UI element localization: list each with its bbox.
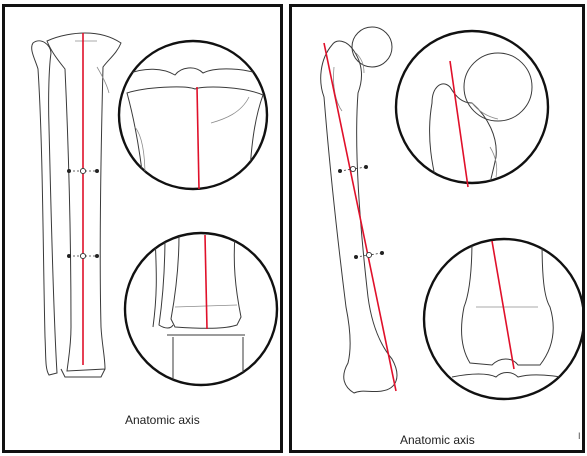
fibula-outline bbox=[31, 40, 58, 376]
lower-midpoint-marker bbox=[67, 252, 99, 260]
proximal-femur-inset bbox=[394, 29, 550, 188]
femur-panel: Anatomic axis I bbox=[289, 4, 585, 453]
upper-midpoint-marker bbox=[67, 167, 99, 175]
edge-mark: I bbox=[578, 431, 581, 441]
distal-tibia-inset bbox=[123, 231, 279, 387]
upper-midpoint-marker bbox=[338, 165, 368, 173]
proximal-tibia-inset bbox=[117, 39, 269, 191]
tibia-panel: Anatomic axis bbox=[2, 4, 283, 453]
tibia-caption: Anatomic axis bbox=[125, 413, 200, 427]
femur-diagram bbox=[320, 26, 582, 401]
distal-femur-inset bbox=[422, 237, 582, 401]
femur-outline bbox=[320, 40, 398, 394]
tibia-outline bbox=[46, 32, 122, 372]
femur-caption: Anatomic axis bbox=[400, 433, 475, 447]
femoral-head bbox=[351, 26, 393, 68]
tibia-diagram bbox=[31, 32, 279, 387]
femur-anatomic-axis bbox=[323, 42, 397, 392]
lower-midpoint-marker bbox=[354, 251, 384, 259]
